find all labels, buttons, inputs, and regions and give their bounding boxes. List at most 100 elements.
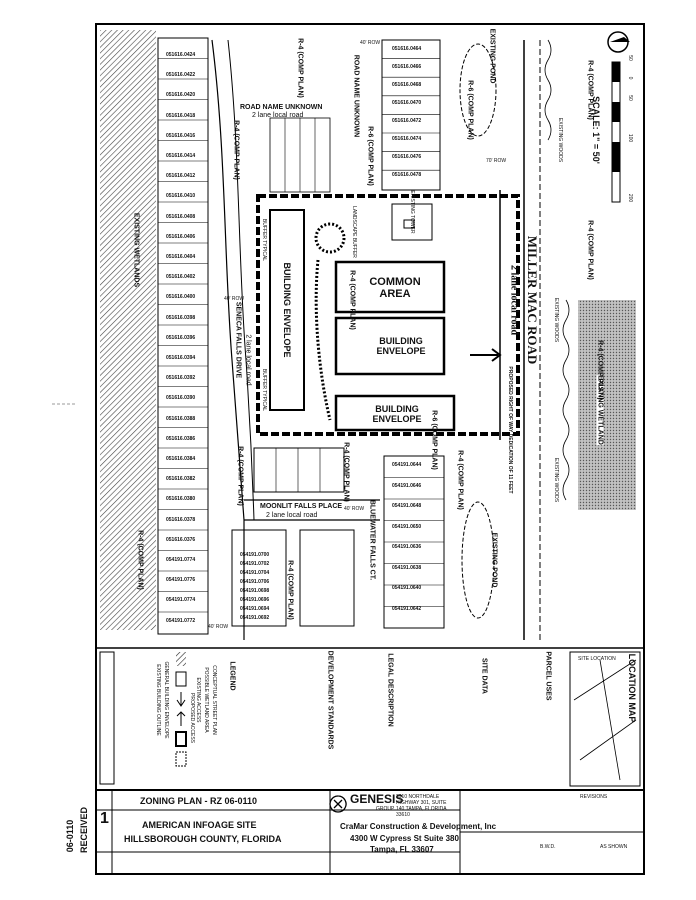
scale-label: SCALE: 1" = 50': [591, 96, 601, 164]
west-parcel-lines: [158, 58, 208, 613]
access-arrow: [470, 348, 502, 362]
note-box: [99, 651, 115, 785]
seneca-falls-drive-edge: [227, 39, 255, 521]
zone-label-7: R-4 (COMP PLAN): [236, 446, 244, 506]
row-70: 70' ROW: [486, 158, 507, 164]
zone-label-8: R-4 (COMP PLAN): [342, 442, 350, 502]
zone-label-9: R-4 (COMP PLAN): [456, 450, 464, 510]
zone-label-4: R-6 (COMP PLAN): [466, 80, 474, 140]
drawn-by: B.W.D.: [540, 844, 556, 850]
parcel-number: 051616.0412: [166, 173, 196, 180]
south-block-mid: [299, 529, 355, 627]
landscape-buffer: LANDSCAPE BUFFER: [351, 206, 357, 258]
legend-item-4: PROPOSED ACCESS: [189, 692, 195, 744]
development-standards-heading: DEVELOPMENT STANDARDS: [326, 650, 334, 750]
scale-bar: [611, 61, 621, 203]
parcel-number: 051616.0424: [166, 52, 196, 58]
parcel-number: 054191.0698: [240, 588, 270, 594]
engineer-address: 3910 NORTHDALE HIGHWAY 301, SUITE 140 TA…: [396, 794, 447, 818]
site-zoning-label: R-4 (COMP PLAN): [348, 270, 356, 330]
parcel-number: 051616.0380: [166, 496, 196, 503]
parcel-number: 054191.0644: [392, 462, 422, 468]
existing-woods-line-2: [562, 299, 570, 501]
seneca-falls-drive-sub: 2 lane local road: [244, 334, 252, 386]
building-envelope-west-label: BUILDING ENVELOPE: [282, 262, 292, 358]
north-parcel-block: [381, 39, 441, 191]
sheet-title: ZONING PLAN - RZ 06-0110: [140, 796, 258, 806]
road-name-unknown-label: ROAD NAME UNKNOWN: [240, 104, 323, 111]
existing-pond-south-label: EXISTING POND: [490, 532, 498, 588]
parcel-number: 051616.0398: [166, 314, 196, 321]
parcel-number: 054191.0700: [240, 552, 270, 558]
scale-mark: 200: [627, 193, 633, 203]
engineer-sub: GROUP: [376, 806, 395, 812]
legend-item-2: POSSIBLE WETLAND AREA: [203, 667, 209, 733]
zone-label-13: R-6 (COMP PLAN): [430, 410, 438, 470]
tower-inner: [403, 219, 415, 229]
moonlit-falls-place-sub: 2 lane local road: [266, 512, 318, 519]
parcel-number: 051616.0476: [392, 154, 422, 160]
parcel-number: 051616.0464: [392, 46, 422, 52]
parcel-number: 054191.0694: [240, 606, 270, 612]
genesis-logo-mark: [329, 795, 347, 813]
parcel-number: 051616.0402: [166, 274, 196, 281]
moonlit-falls-place-label: MOONLIT FALLS PLACE: [260, 503, 343, 510]
parcel-number: 054191.0636: [392, 544, 422, 550]
parcel-number: 054191.0704: [240, 570, 270, 576]
location-map-box: [569, 651, 641, 787]
client-address-2: Tampa, FL 33607: [370, 845, 434, 854]
site-location-label: SITE LOCATION: [578, 656, 616, 662]
location-map-roads: [573, 659, 637, 781]
parcel-number: 051616.0416: [166, 132, 196, 139]
engineer-name: GENESIS: [350, 792, 404, 806]
row-40-a: 40' ROW: [224, 296, 245, 302]
legend-item-1: CONCEPTUAL STREET PLAN: [211, 665, 217, 735]
existing-pond-north: [459, 43, 497, 137]
parcel-number: 054191.0692: [240, 615, 270, 621]
existing-woods-3: EXISTING WOODS: [553, 457, 559, 503]
bluewater-falls-ct-label: BLUEWATER FALLS CT.: [368, 499, 376, 581]
roundabout: [314, 222, 346, 254]
project-name: AMERICAN INFOAGE SITE: [142, 820, 257, 830]
received-stamp: RECEIVED: [79, 806, 89, 854]
parcel-number: 051616.0466: [392, 64, 422, 70]
parcel-number: 054191.0702: [240, 561, 270, 567]
sheet-number: 1: [100, 810, 109, 827]
zone-label-6: R-6 (COMP PLAN): [366, 126, 374, 186]
parcel-number: 054191.0696: [240, 597, 270, 603]
parcel-number: 051616.0392: [166, 375, 196, 382]
seneca-falls-drive: [211, 39, 245, 640]
miller-mac-road-sub: 2 lane local road: [508, 264, 520, 336]
parcel-number: 054191.0642: [392, 605, 422, 612]
parcel-number: 051616.0378: [166, 516, 196, 523]
client-name: CraMar Construction & Development, Inc: [340, 822, 497, 831]
parcel-number: 051616.0418: [166, 112, 196, 119]
legend-heading: LEGEND: [228, 661, 236, 691]
road-name-unknown-vertical: ROAD NAME UNKNOWN: [352, 54, 360, 138]
parcel-number: 054191.0772: [166, 617, 196, 624]
south-block-west: [231, 529, 287, 627]
parcel-number: 051616.0394: [166, 355, 196, 361]
parcel-number: 051616.0472: [392, 118, 422, 124]
parcel-number: 051616.0420: [166, 92, 196, 99]
zone-label-11: R-4 (COMP PLAN): [136, 530, 144, 590]
parcel-number: 051616.0406: [166, 233, 196, 240]
north-parcel-lines: [382, 58, 440, 171]
parcel-number: 054191.0640: [392, 585, 422, 591]
parcel-number: 051616.0382: [166, 476, 196, 483]
miller-mac-road-label: MILLER MAC ROAD: [525, 235, 540, 365]
parcel-number: 051616.0468: [392, 82, 422, 88]
existing-woods-line-1: [544, 39, 552, 141]
legal-description-heading: LEGAL DESCRIPTION: [386, 653, 394, 727]
north-arrow: [610, 37, 630, 42]
site-data-heading: SITE DATA: [480, 658, 488, 694]
project-county: HILLSBOROUGH COUNTY, FLORIDA: [124, 834, 282, 844]
row-dedication-label: PROPOSED RIGHT OF WAY DEDICATION OF 11 F…: [507, 366, 513, 494]
parcel-number: 051616.0384: [166, 456, 196, 462]
parcel-number: 054191.0638: [392, 564, 422, 571]
parcel-number: 054191.0774: [166, 557, 196, 563]
legend-item-5: GENERAL BUILDING ENVELOPE: [163, 661, 169, 739]
mid-lots-north: [253, 447, 345, 493]
building-envelope-center: [334, 316, 446, 376]
wetland-area-west: [100, 30, 156, 630]
